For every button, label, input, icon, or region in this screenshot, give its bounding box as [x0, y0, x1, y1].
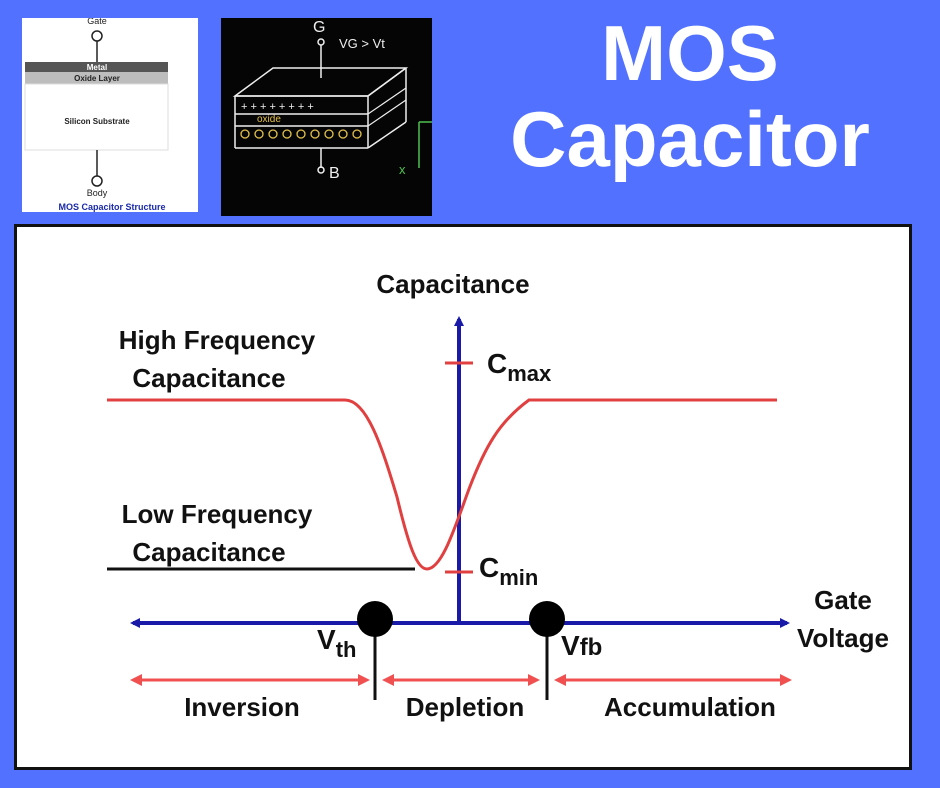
accumulation-label: Accumulation [604, 692, 776, 722]
cmax-sub: max [507, 361, 552, 386]
inversion-label: Inversion [184, 692, 300, 722]
lf-label-line-2: Capacitance [132, 537, 285, 567]
gate-terminal-icon [91, 30, 103, 42]
vth-sub: th [336, 637, 357, 662]
sketch-b-label: B [329, 165, 340, 182]
mos-structure-drawing: Gate Metal Oxide Layer Silicon Substrate… [24, 16, 169, 212]
cv-diagram: Capacitance Gate Voltage High Frequency … [107, 269, 889, 722]
sketch-body-terminal-icon [317, 166, 325, 174]
sketch-gate-terminal-icon [317, 38, 325, 46]
cmin-sub: min [499, 565, 538, 590]
title-line-1: MOS [601, 9, 779, 97]
sketch-condition: VG > Vt [339, 36, 385, 51]
cmax-main: C [487, 348, 507, 379]
gate-label: Gate [87, 18, 107, 26]
vfb-main: V [561, 630, 580, 661]
metal-layer [25, 62, 168, 72]
structure-caption: MOS Capacitor Structure [58, 202, 165, 212]
sketch-g-label: G [313, 19, 325, 36]
high-frequency-curve [107, 398, 777, 571]
depletion-label: Depletion [406, 692, 524, 722]
mos-sketch-drawing: G VG > Vt + + + + + + + + oxide B [232, 19, 432, 182]
metal-label: Metal [87, 63, 107, 72]
x-axis-label-line-2: Voltage [797, 623, 889, 653]
hf-label-line-1: High Frequency [119, 325, 316, 355]
title-line-2: Capacitor [510, 95, 870, 183]
sketch-oxide-label: oxide [257, 114, 281, 125]
vfb-label: Vfb [561, 630, 602, 661]
vth-main: V [317, 624, 336, 655]
sketch-x-label: x [399, 162, 406, 177]
vfb-marker-dot [529, 601, 565, 637]
vfb-sub: fb [580, 634, 603, 661]
hf-label-line-2: Capacitance [132, 363, 285, 393]
body-label: Body [87, 188, 108, 198]
body-terminal-icon [91, 175, 103, 187]
x-axis-label-line-1: Gate [814, 585, 872, 615]
y-axis-label: Capacitance [376, 269, 529, 299]
substrate-layer [24, 83, 169, 151]
mos-sketch-thumbnail: G VG > Vt + + + + + + + + oxide B [221, 18, 432, 216]
lf-label-line-1: Low Frequency [122, 499, 313, 529]
vth-marker-dot [357, 601, 393, 637]
cv-diagram-panel: Capacitance Gate Voltage High Frequency … [14, 224, 912, 770]
oxide-label: Oxide Layer [74, 74, 120, 83]
sketch-layer-diag-2 [367, 99, 407, 127]
cmin-main: C [479, 552, 499, 583]
sketch-charge-row [240, 129, 362, 139]
sketch-plus-row: + + + + + + + + [241, 101, 314, 113]
vth-label: Vth [317, 624, 356, 662]
mos-structure-thumbnail: Gate Metal Oxide Layer Silicon Substrate… [22, 16, 198, 212]
oxide-layer [25, 72, 168, 84]
page-title: MOS Capacitor [470, 10, 910, 182]
sketch-bottom-right [367, 121, 407, 149]
cmax-label: Cmax [487, 348, 552, 386]
substrate-label: Silicon Substrate [64, 117, 130, 126]
cmin-label: Cmin [479, 552, 538, 590]
sketch-layer-diag-1 [367, 87, 407, 115]
